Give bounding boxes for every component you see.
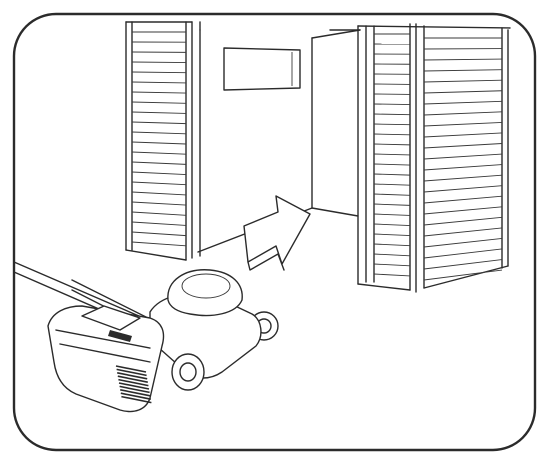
door-slat (132, 112, 186, 113)
door-slat (424, 196, 502, 203)
door-slat (132, 122, 186, 124)
door-slat (132, 62, 186, 63)
door-slat (424, 165, 502, 170)
door-slat (132, 102, 186, 103)
door-slat (132, 82, 186, 83)
door-slat (424, 186, 502, 192)
door-slat (374, 224, 410, 226)
door-slat (374, 194, 410, 195)
door-slat (424, 154, 502, 159)
door-slat (132, 72, 186, 73)
door-slat (132, 152, 186, 154)
lawn-mower-icon (14, 262, 278, 412)
door-slat (424, 112, 502, 115)
door-slat (374, 184, 410, 185)
right-garage-door (358, 24, 510, 292)
door-slat (374, 234, 410, 236)
door-slat (132, 242, 186, 246)
door-slat (374, 264, 410, 266)
door-slat (424, 59, 502, 60)
door-slat (424, 122, 502, 126)
door-slat (374, 144, 410, 145)
door-slat (374, 244, 410, 246)
door-slat (424, 101, 502, 104)
door-slat (132, 232, 186, 236)
door-slat (374, 174, 410, 175)
door-slat (424, 238, 502, 247)
door-slat (132, 182, 186, 185)
door-slat (132, 192, 186, 195)
door-slat (132, 222, 186, 225)
door-slat (132, 202, 186, 205)
left-garage-door (126, 22, 200, 260)
door-slat (374, 274, 410, 276)
door-slat (424, 260, 502, 269)
door-slat (374, 214, 410, 215)
door-slat (374, 134, 410, 135)
door-slat (132, 162, 186, 164)
door-slat (424, 70, 502, 71)
door-slat (424, 133, 502, 137)
door-slat (424, 91, 502, 93)
door-slat (132, 142, 186, 144)
door-slat (132, 132, 186, 134)
door-slat (374, 124, 410, 125)
door-slat (424, 80, 502, 82)
door-slat (132, 172, 186, 175)
door-slat (424, 143, 502, 148)
door-slat (374, 164, 410, 165)
door-slat (132, 212, 186, 215)
door-slat (424, 228, 502, 236)
door-slat (424, 249, 502, 258)
door-slat (374, 114, 410, 115)
door-slat (424, 175, 502, 181)
door-slat (374, 254, 410, 256)
door-slat (424, 217, 502, 225)
door-slat (132, 92, 186, 93)
door-slat (424, 207, 502, 214)
door-slat (374, 204, 410, 205)
door-slat (374, 104, 410, 105)
window (224, 48, 300, 90)
door-slat (424, 270, 502, 280)
direction-arrow-icon (244, 196, 310, 270)
door-slat (374, 154, 410, 155)
